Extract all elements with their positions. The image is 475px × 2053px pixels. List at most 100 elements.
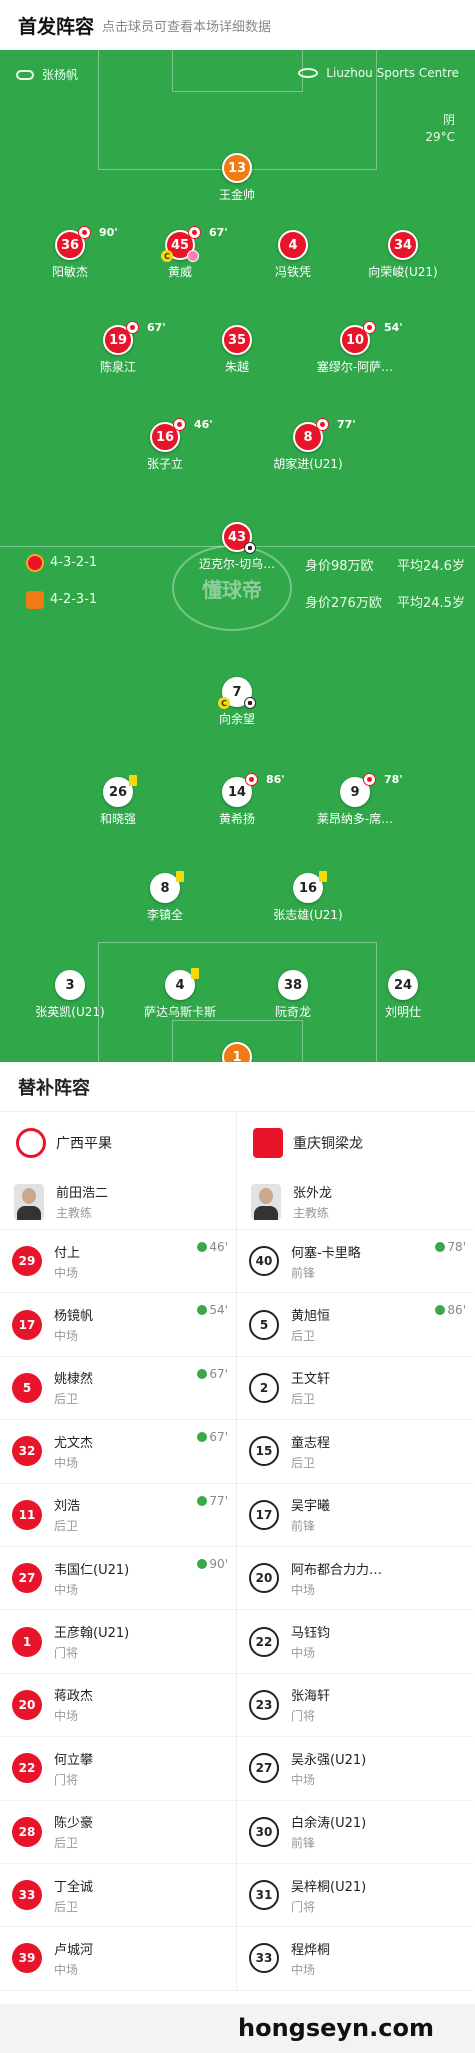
player-marker[interactable]: 1姚浩洋(U21) — [182, 1042, 292, 1062]
player-position: 后卫 — [54, 1899, 79, 1914]
player-position: 中场 — [54, 1709, 79, 1724]
home-coach-row[interactable]: 前田浩二 主教练 — [0, 1174, 236, 1230]
away-team-name: 重庆铜梁龙 — [293, 1136, 363, 1152]
sub-minute: 78' — [384, 773, 403, 786]
jersey-number: 30 — [249, 1816, 279, 1847]
sub-player-info: 程烨桐中场 — [291, 1939, 474, 1978]
player-name: 姚棣然 — [54, 1372, 94, 1388]
sub-in-arrow-icon — [435, 1305, 446, 1316]
player-name: 白余涛(U21) — [291, 1816, 367, 1832]
away-formation: 4-2-3-1 — [50, 592, 98, 607]
pitch: 张杨帆 Liuzhou Sports Centre 阴 29°C 懂球帝 4-3… — [0, 50, 475, 1062]
sub-player-info: 何立攀门将 — [54, 1749, 236, 1788]
sub-player-info: 丁全诚后卫 — [54, 1876, 236, 1915]
player-position: 门将 — [291, 1899, 316, 1914]
sub-in-minute: 46' — [197, 1240, 228, 1254]
player-marker[interactable]: 38 阮奇龙 — [238, 970, 348, 1020]
sub-minute: 77' — [337, 418, 356, 431]
sub-player-info: 吴宇曦前锋 — [291, 1495, 474, 1534]
jersey-number: 11 — [12, 1499, 42, 1530]
substituted-icon — [245, 773, 258, 786]
home-team-row[interactable]: 广西平果 — [0, 1112, 236, 1174]
player-name: 冯铁凭 — [274, 265, 311, 279]
jersey-number: 23 — [249, 1689, 279, 1720]
substituted-icon — [173, 418, 186, 431]
player-position: 后卫 — [54, 1519, 79, 1534]
jersey-number: 40 — [249, 1246, 279, 1277]
jersey-number: 38 — [278, 970, 308, 1000]
player-name: 黄希扬 — [218, 812, 255, 826]
sub-player-info: 马钰钧中场 — [291, 1622, 474, 1661]
venue-info: Liuzhou Sports Centre — [298, 66, 459, 80]
minute-text: 90' — [209, 1556, 228, 1571]
sub-player-info: 尤文杰中场 — [54, 1432, 236, 1471]
jersey-number: 8 — [150, 871, 184, 903]
jersey-number: 20 — [249, 1563, 279, 1594]
jersey-number: 43 — [222, 522, 256, 554]
stadium-icon — [298, 68, 319, 78]
away-coach-name: 张外龙 — [293, 1186, 333, 1201]
minute-text: 86' — [447, 1303, 466, 1318]
player-name: 王彦翰(U21) — [54, 1626, 130, 1642]
jersey-number: 3 — [55, 970, 85, 1000]
sub-player-info: 卢城河中场 — [54, 1939, 236, 1978]
away-coach-row[interactable]: 张外龙 主教练 — [237, 1174, 474, 1230]
captain-icon: C — [218, 697, 230, 709]
player-name: 阮奇龙 — [274, 1005, 311, 1019]
away-team-row[interactable]: 重庆铜梁龙 — [237, 1112, 474, 1174]
player-position: 中场 — [291, 1646, 316, 1661]
player-position: 中场 — [291, 1772, 316, 1787]
player-name: 杨镜帆 — [54, 1309, 94, 1325]
player-name: 刘明仕 — [384, 1005, 421, 1019]
away-team-logo-icon — [253, 1128, 283, 1158]
player-name: 向余望 — [218, 712, 255, 726]
